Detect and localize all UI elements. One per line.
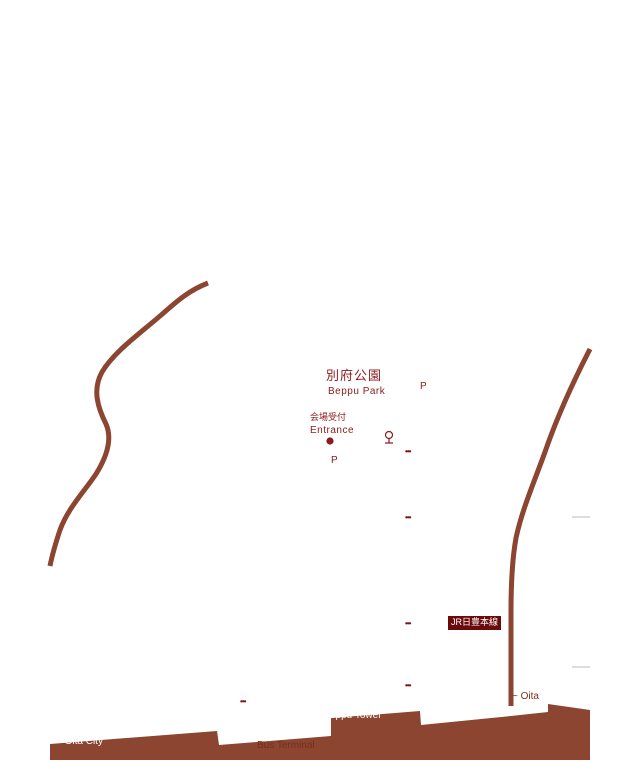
pin-icon: [384, 430, 394, 444]
ellipsis-marker: •••: [405, 681, 411, 690]
road-label-oita: ~ Oita: [512, 691, 539, 702]
entrance-label-jp: 会場受付: [310, 412, 347, 422]
park-name-en: Beppu Park: [328, 386, 386, 397]
railway-line-badge: JR日豊本線: [448, 616, 501, 630]
ellipsis-marker: •••: [240, 697, 246, 706]
entrance-label-en: Entrance: [310, 425, 355, 436]
ellipsis-marker: •••: [405, 513, 411, 522]
road-left-curve: [47, 280, 209, 567]
ellipsis-marker: •••: [405, 619, 411, 628]
road-label-tower: eppu Tower: [330, 710, 382, 721]
road-label-oita-city: ~ Oita City: [56, 736, 103, 747]
road-right-curve: [508, 347, 593, 706]
parking-marker[interactable]: P: [420, 381, 427, 392]
road-bottom-main: [50, 704, 590, 760]
road-label-bus-terminal: Bus Terminal: [257, 740, 315, 751]
entrance-dot[interactable]: [326, 437, 334, 445]
parking-marker[interactable]: P: [331, 455, 338, 466]
ellipsis-marker: •••: [405, 447, 411, 456]
park-name-jp: 別府公園: [326, 368, 383, 383]
